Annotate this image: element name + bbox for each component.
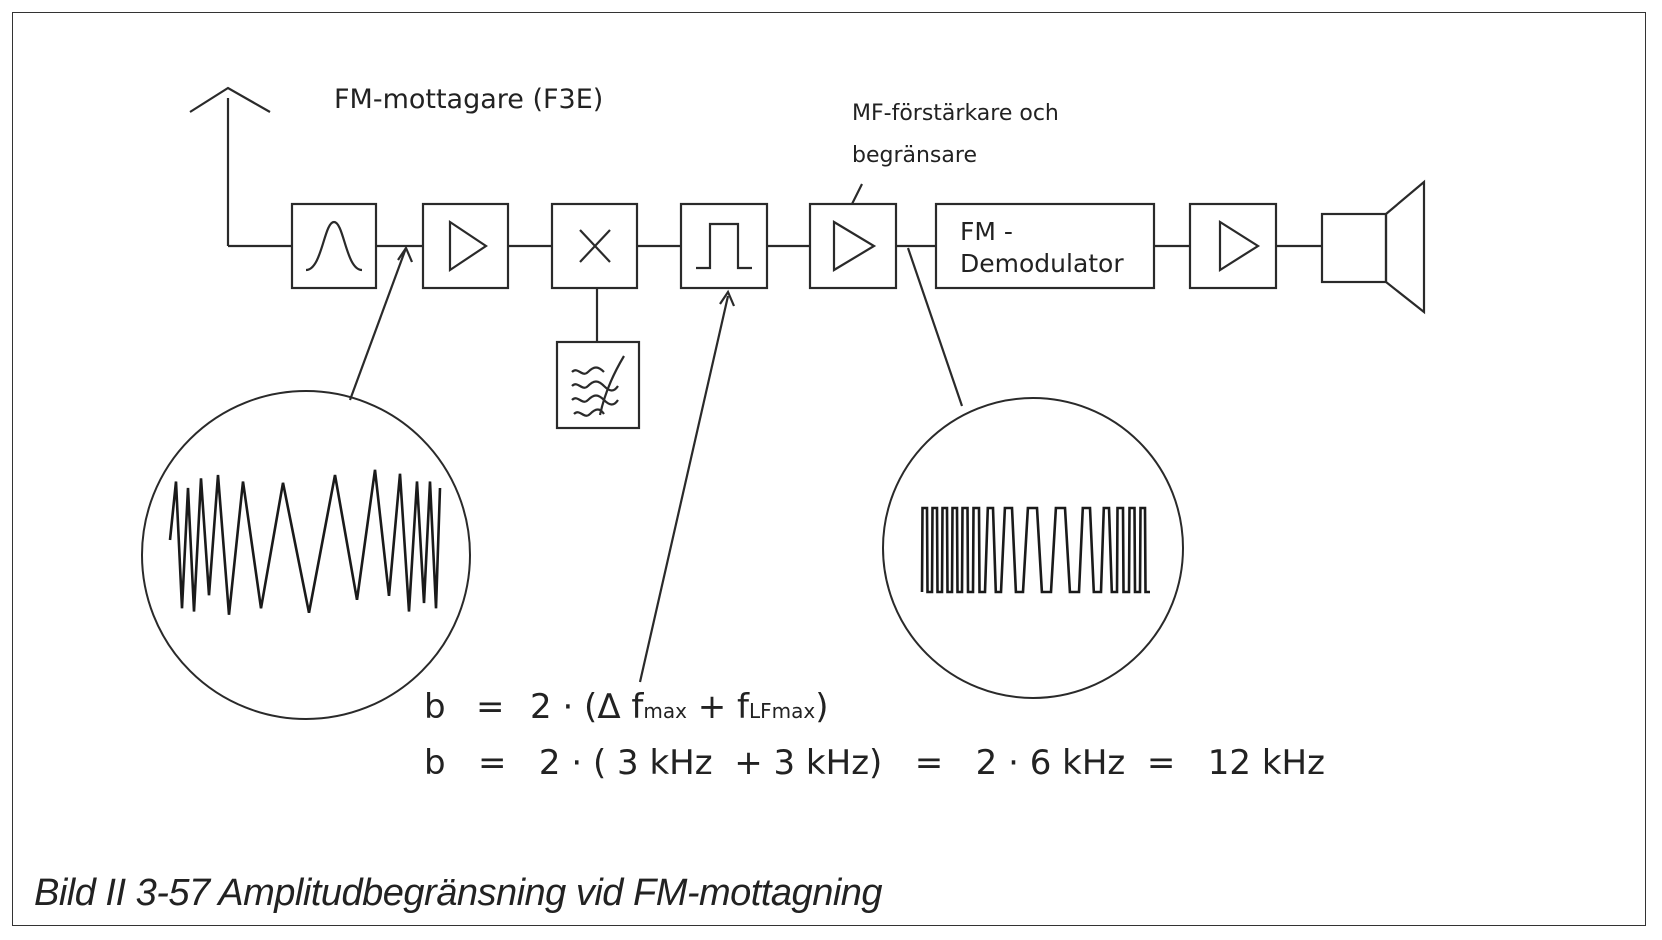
label-leader — [851, 183, 863, 205]
pointer-tip-bandwidth — [719, 289, 736, 307]
signal-path — [376, 244, 1322, 342]
af-amplifier-block — [1188, 202, 1278, 290]
fm-demodulator-block — [934, 202, 1156, 290]
pointer-line-right — [906, 247, 964, 407]
pointer-tip-left — [397, 245, 414, 263]
loudspeaker-icon — [1320, 179, 1426, 315]
pointer-line-bandwidth — [638, 295, 730, 683]
figure-caption: Bild II 3-57 Amplitudbegränsning vid FM-… — [34, 872, 883, 914]
bandwidth-formula: b = 2 · (Δ fmax + fLFmax) — [424, 687, 829, 727]
local-oscillator-block — [555, 340, 641, 430]
demodulator-label-line1: FM - — [960, 217, 1013, 246]
pointer-line-left — [348, 247, 408, 401]
demodulator-label-line2: Demodulator — [960, 249, 1124, 278]
if-filter-icon — [696, 222, 752, 270]
figure-frame — [12, 12, 1646, 926]
bandpass-icon — [305, 220, 363, 272]
bandwidth-calculation: b = 2 · ( 3 kHz + 3 kHz) = 2 · 6 kHz = 1… — [424, 743, 1325, 783]
oscillator-icon — [571, 355, 625, 417]
antenna-icon — [189, 86, 292, 248]
magnifier-limited-signal — [882, 397, 1184, 699]
amplifier-icon — [1218, 220, 1261, 272]
limited-fm-waveform — [920, 506, 1150, 594]
if-block-label-line2: begränsare — [852, 143, 977, 168]
noisy-fm-waveform — [168, 469, 442, 615]
rf-amplifier-block — [421, 202, 510, 290]
bandpass-filter-block — [290, 202, 378, 290]
diagram-title: FM-mottagare (F3E) — [334, 84, 603, 115]
if-amplifier-limiter-block — [808, 183, 898, 290]
mixer-block — [550, 202, 639, 290]
if-block-label-line1: MF-förstärkare och — [852, 101, 1059, 126]
if-filter-block — [679, 202, 769, 290]
amplifier-icon — [448, 219, 488, 273]
amplifier-icon — [832, 220, 877, 272]
magnifier-input-signal — [141, 390, 471, 720]
